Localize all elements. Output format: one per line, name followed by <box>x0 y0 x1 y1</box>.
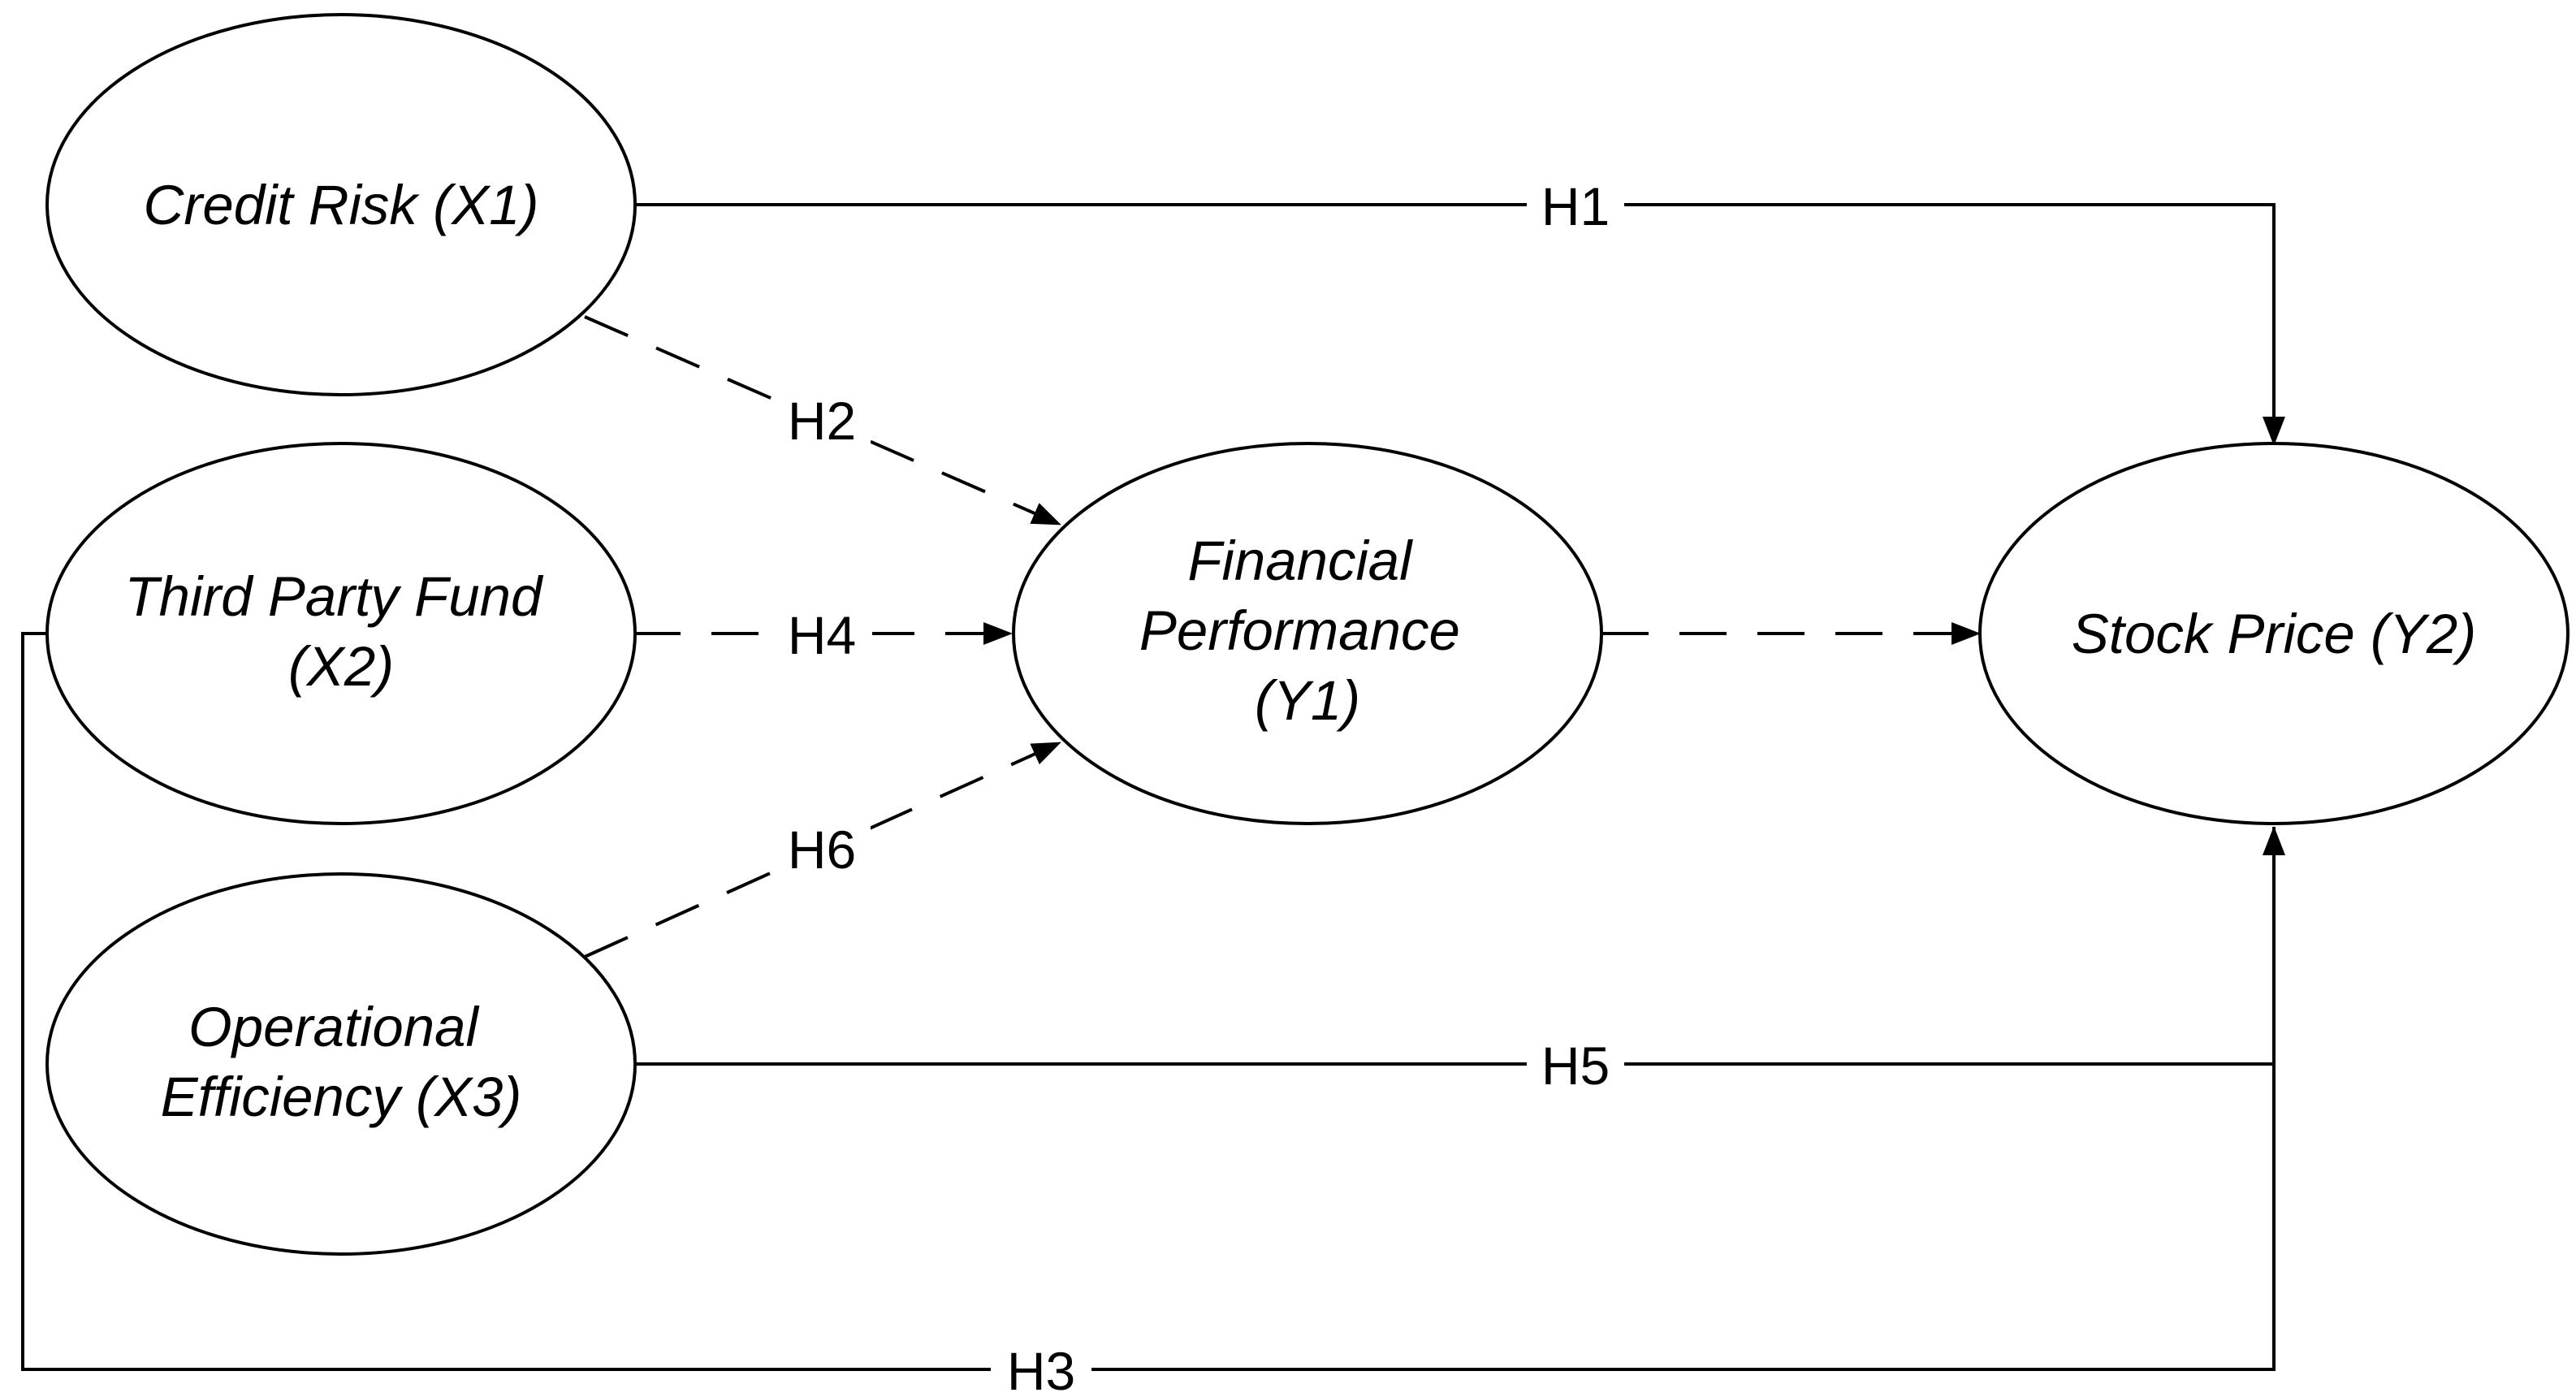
edge-h6: H6 <box>584 741 1061 958</box>
node-third-party-fund-label-line2: (X2) <box>288 635 394 698</box>
svg-text:Financial Performance: Financial Performance (Y1) <box>1139 530 1476 732</box>
node-credit-risk: Credit Risk (X1) <box>45 13 637 396</box>
node-financial-performance: Financial Performance (Y1) <box>1012 442 1603 825</box>
svg-text:Stock Price (Y2): Stock Price (Y2) <box>2072 603 2476 665</box>
node-financial-performance-label-line3: (Y1) <box>1255 669 1360 732</box>
node-operational-efficiency: Operational Efficiency (X3) <box>45 872 637 1256</box>
svg-text:Third Party Fund (X2): Third Party Fund (X2) <box>124 565 557 698</box>
edge-h1: H1 <box>633 172 2285 446</box>
node-credit-risk-label: Credit Risk (X1) <box>144 174 539 236</box>
edge-label-h6: H6 <box>788 820 856 880</box>
svg-text:Operational Efficiency (: Operational Efficiency (X3) <box>161 996 522 1128</box>
edge-h3: H3 <box>21 632 2276 1397</box>
edge-label-h3: H3 <box>1007 1341 1075 1397</box>
edge-label-h1: H1 <box>1541 176 1610 236</box>
edge-h4: H4 <box>633 599 1013 668</box>
edge-label-h4: H4 <box>788 605 856 665</box>
node-stock-price: Stock Price (Y2) <box>1978 442 2570 825</box>
edge-label-h2: H2 <box>788 391 856 451</box>
node-stock-price-label: Stock Price (Y2) <box>2072 603 2476 665</box>
edge-h5: H5 <box>633 826 2285 1096</box>
node-financial-performance-label-line1: Financial <box>1187 530 1413 592</box>
edge-label-h5: H5 <box>1541 1036 1610 1096</box>
svg-text:Credit Risk (X1): Credit Risk (X1) <box>144 174 539 236</box>
edge-h2: H2 <box>584 315 1061 526</box>
node-financial-performance-label-line2: Performance <box>1139 599 1460 662</box>
node-third-party-fund-label-line1: Third Party Fund <box>124 565 543 628</box>
node-operational-efficiency-label-line2: Efficiency (X3) <box>161 1066 522 1128</box>
node-operational-efficiency-label-line1: Operational <box>188 996 479 1058</box>
node-third-party-fund: Third Party Fund (X2) <box>45 442 637 825</box>
